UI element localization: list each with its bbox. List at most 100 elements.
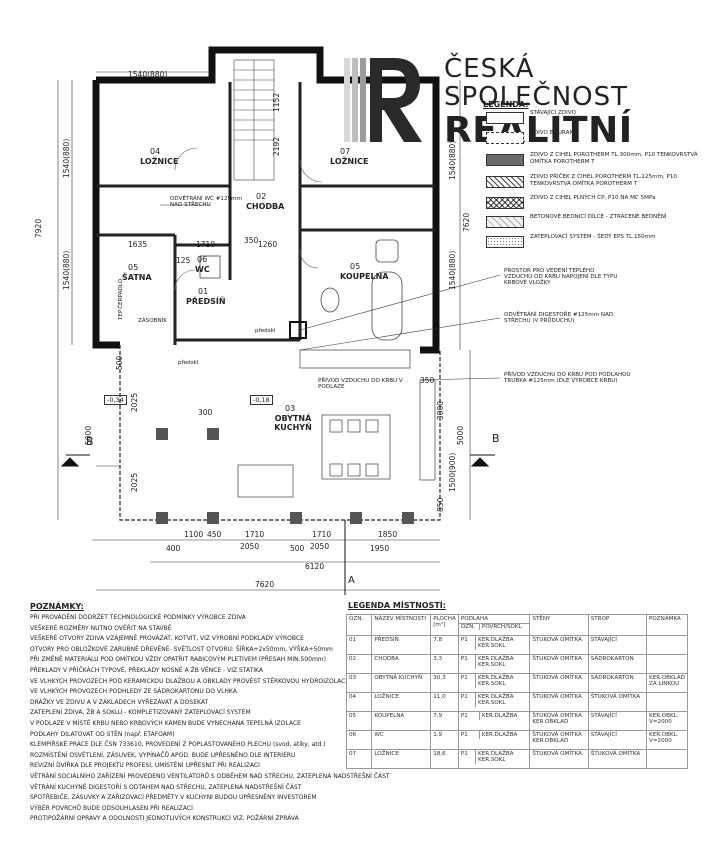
legend-text: ZDIVO BOURANÉ: [530, 130, 578, 136]
floor-code: P1: [459, 712, 480, 720]
table-cell: 05: [345, 711, 373, 731]
interior-walls: [96, 82, 436, 345]
leader-lines: [160, 204, 501, 381]
note-line: VĚTRÁNÍ KUCHYNĚ DIGESTOŘÍ S ODTAHEM NAD …: [30, 783, 302, 791]
subheader-row: OZN. POVRCH/SOKL: [459, 624, 530, 630]
room-name: ŠATNA: [122, 273, 152, 282]
table-cell: STÁVAJÍCÍ: [587, 635, 648, 655]
table-cell: KOUPELNA: [371, 711, 432, 731]
note-line: ZATEPLENÍ ZDIVA, ŽB A SOKLU - KOMPLETIZO…: [30, 709, 251, 717]
floor-air-note: PŘÍVOD VZDUCHU DO KRBU V PODLAZE: [318, 378, 403, 390]
dimension: 350: [420, 376, 435, 385]
table-cell: ŠTUKOVÁ OMÍTKA: [529, 692, 589, 712]
table-cell: 01: [345, 635, 373, 655]
table-cell: PŘEDSÍŇ: [371, 635, 432, 655]
table-cell: ŠTUKOVÁ OMÍTKA: [587, 749, 648, 769]
floor-surface: KER.DLAŽBA KER.SOKL: [478, 637, 514, 649]
room-name: CHODBA: [246, 202, 285, 211]
table-cell: [646, 654, 688, 674]
note-line: PROTIPOŽÁRNÍ OPRAVY A ODOLNOSTI JEDNOTLI…: [30, 815, 299, 823]
fireplace-air-note: PŘÍVOD VZDUCHU DO KRBU POD PODLAHOU TRUB…: [504, 372, 631, 384]
notes-title: POZNÁMKY:: [30, 602, 84, 611]
heat-pump-label: TEP.ČERPADLO: [118, 278, 124, 320]
dimension: 2025: [130, 472, 139, 492]
dimension: 1950: [370, 544, 390, 553]
legend-text: ZDIVO Z CIHEL PLNÝCH CP, P10 NA MC 5MPa: [530, 195, 656, 201]
dimension: 7620: [255, 580, 275, 589]
table-cell: SÁDROKARTON: [587, 654, 648, 674]
room-table: OZN. NÁZEV MÍSTNOSTI PLOCHA [m²] PODLAHA…: [345, 614, 688, 769]
logo-line-1: ČESKÁ: [444, 54, 535, 84]
wc-vent-note: ODVĚTRÁNÍ WC #125mm NAD STŘECHU: [170, 196, 242, 208]
level-mark: -0,34: [104, 395, 127, 405]
room-name: LOŽNICE: [330, 157, 369, 166]
dimension: 2050: [240, 542, 260, 551]
dimension: 1540(880): [62, 250, 71, 290]
dimension: 125: [176, 256, 191, 265]
section-a-mark: A: [348, 575, 355, 586]
table-cell: [646, 635, 688, 655]
table-header: STROP: [587, 614, 648, 636]
table-cell: 1,9: [430, 730, 459, 750]
table-cell: ŠTUKOVÁ OMÍTKA KER.OBKLAD: [529, 711, 589, 731]
dimension: 1540(880): [128, 70, 168, 79]
staircase: [233, 59, 275, 181]
legend-title: LEGENDA:: [483, 100, 529, 109]
room-name: PŘEDSÍŇ: [186, 297, 226, 306]
room-number: 02: [256, 192, 267, 201]
dimension: 1260: [258, 240, 278, 249]
logo-line-3: REALITNÍ: [444, 110, 633, 151]
dimension: 1710: [196, 240, 216, 249]
section-b-right: B: [492, 432, 500, 445]
note-line: DRÁŽKY VE ZDIVU A V ZÁKLADECH VYŘEZÁVAT …: [30, 698, 209, 706]
dimension: 1100: [184, 530, 204, 539]
note-line: PŘI ZMĚNĚ MATERIÁLU POD OMÍTKOU VŽDY OPA…: [30, 656, 326, 664]
dimension: 850: [436, 497, 445, 512]
note-line: VEŠKERÉ OTVORY ZDIVA VZÁJEMNĚ PROVÁZAT, …: [30, 635, 304, 643]
table-cell: ŠTUKOVÁ OMÍTKA KER.OBKLAD: [529, 730, 589, 750]
floor-surface: KER.DLAŽBA KER.SOKL: [478, 694, 514, 706]
legend-swatch: [486, 132, 524, 144]
note-line: VEŠKERÉ ROZMĚRY NUTNO OVĚŘIT NA STAVBĚ: [30, 624, 172, 632]
dimension: 1710: [312, 530, 332, 539]
table-header: OZN.: [345, 614, 373, 636]
dimension: 2192: [272, 136, 281, 156]
note-line: KLEMPÍŘSKÉ PRÁCE DLE ČSN 733610, PROVEDE…: [30, 741, 326, 749]
dimension: 5000: [456, 425, 465, 445]
note-line: VE VLHKÝCH PROVOZECH POD KERAMICKOU DLAŽ…: [30, 677, 348, 685]
legend-item: BETONOVÉ BEDNICÍ DÍLCE - ZTRACENÉ BEDNĚN…: [486, 214, 686, 234]
table-cell: LOŽNICE: [371, 749, 432, 769]
section-b-left: B: [86, 435, 94, 448]
note-line: PODLAHY DILATOVAT OD STĚN (např. ETAFOAM…: [30, 730, 175, 738]
dimension: 1710: [245, 530, 265, 539]
legend-item: ZATEPLOVACÍ SYSTÉM - ŠEDÝ EPS TL.150mm: [486, 234, 686, 254]
table-subheader: POVRCH/SOKL: [481, 624, 522, 630]
dimension: 1500(900): [448, 452, 457, 492]
section-marks: [60, 454, 495, 595]
dimension: 6120: [305, 562, 325, 571]
note-line: REVIZNÍ DVÍŘKA DLE PROJEKTU PROFESÍ, UMÍ…: [30, 762, 260, 770]
table-cell: STÁVAJÍCÍ: [587, 730, 648, 750]
table-cell: STÁVAJÍCÍ: [587, 711, 648, 731]
room-number: 04: [150, 147, 161, 156]
table-cell: 3,3: [430, 654, 459, 674]
dimension: 2050: [310, 542, 330, 551]
legend-text: ZDIVO Z CIHEL POROTHERM TL.300mm, P10 TE…: [530, 152, 698, 165]
dimension: 400: [166, 544, 181, 553]
hot-air-note: PROSTOR PRO VEDENÍ TEPLÉHO VZDUCHU OD KR…: [504, 268, 618, 286]
table-header: STĚNY: [529, 614, 589, 636]
dimension: 7620: [462, 212, 471, 232]
legend-text: ZDIVO PŘÍČEK Z CIHEL POROTHERM TL.125mm,…: [530, 174, 677, 187]
legend-swatch: [486, 236, 524, 248]
